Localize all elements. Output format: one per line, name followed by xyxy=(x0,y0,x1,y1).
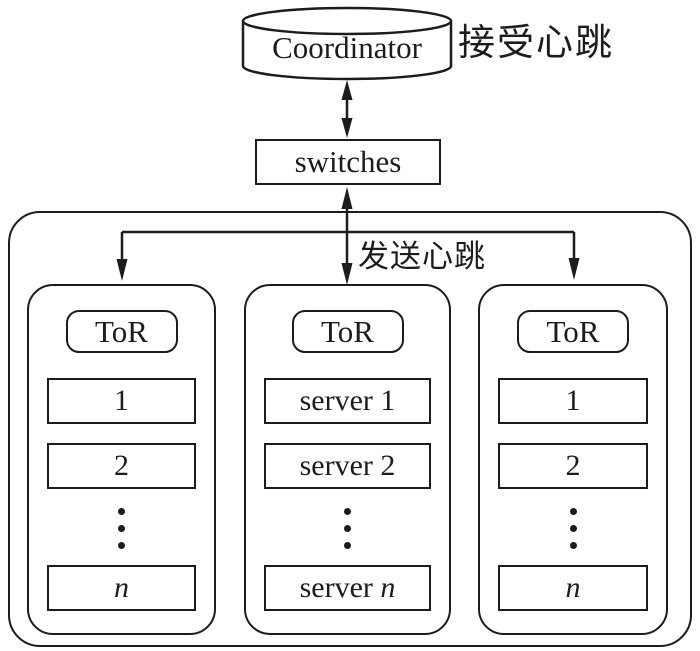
rack-left-tor-switch: ToR xyxy=(65,310,178,353)
vertical-ellipsis-icon xyxy=(29,508,214,549)
vertical-ellipsis-icon xyxy=(480,508,666,549)
rack-right-node-1: 1 xyxy=(498,378,648,424)
rack-right-tor-switch: ToR xyxy=(517,310,629,353)
rack-right: ToR 1 2 n xyxy=(478,284,668,635)
arrowhead-down-to-middle-rack xyxy=(341,263,353,285)
coordinator-cylinder-top xyxy=(241,6,453,36)
tor-label: ToR xyxy=(546,313,600,349)
node-label: 1 xyxy=(565,384,581,417)
rack-right-node-n: n xyxy=(498,565,648,611)
coordinator-node-label: Coordinator xyxy=(272,30,422,65)
node-label: server 2 xyxy=(299,449,396,482)
vertical-ellipsis-icon xyxy=(246,508,449,549)
arrowhead-down-to-switches xyxy=(341,118,353,138)
switches-node: switches xyxy=(255,139,441,185)
rack-left-node-n: n xyxy=(47,565,196,611)
arrowhead-down-to-right-rack xyxy=(568,258,580,280)
switches-node-label: switches xyxy=(294,144,402,179)
node-label: n xyxy=(114,571,129,604)
node-label: server n xyxy=(299,571,396,604)
receive-heartbeat-annotation: 接受心跳 xyxy=(458,23,614,64)
rack-middle: ToR server 1 server 2 server n xyxy=(244,284,451,635)
node-label: n xyxy=(565,571,581,604)
tor-label: ToR xyxy=(321,313,374,349)
node-label: 2 xyxy=(565,449,581,482)
rack-left-node-2: 2 xyxy=(47,443,196,489)
node-label: 1 xyxy=(114,384,129,417)
arrowhead-down-to-left-rack xyxy=(116,259,128,281)
rack-middle-server-2: server 2 xyxy=(264,443,431,489)
rack-right-node-2: 2 xyxy=(498,443,648,489)
send-heartbeat-annotation: 发送心跳 xyxy=(358,239,486,274)
node-label: 2 xyxy=(114,449,129,482)
rack-middle-server-1: server 1 xyxy=(264,378,431,424)
coordinator-cylinder-body xyxy=(241,21,453,81)
rack-middle-tor-switch: ToR xyxy=(291,310,404,353)
cluster-boundary xyxy=(8,211,692,647)
arrowhead-up-to-switches xyxy=(341,187,353,209)
rack-left-node-1: 1 xyxy=(47,378,196,424)
rack-left: ToR 1 2 n xyxy=(27,284,216,635)
tor-label: ToR xyxy=(95,313,148,349)
node-label: server 1 xyxy=(299,384,396,417)
arrowhead-up-to-coordinator xyxy=(341,80,353,100)
rack-middle-server-n: server n xyxy=(264,565,431,611)
